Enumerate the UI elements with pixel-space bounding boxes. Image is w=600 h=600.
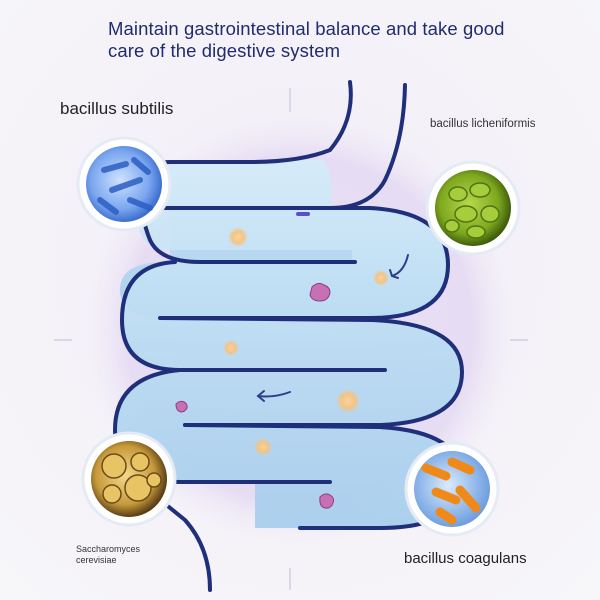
bacillus-coagulans-bubble (404, 441, 500, 537)
headline: Maintain gastrointestinal balance and ta… (108, 18, 505, 61)
label-bacillus-subtilis: bacillus subtilis (60, 99, 174, 118)
label-bacillus-licheniformis: bacillus licheniformis (430, 118, 536, 130)
saccharomyces-bubble (81, 431, 177, 527)
tag-marker (296, 212, 310, 216)
intestine-body (115, 160, 462, 528)
label-saccharomyces-cerevisiae: Saccharomyces cerevisiae (76, 544, 141, 565)
nutrient-particles (223, 227, 389, 456)
flow-arrows (256, 254, 409, 402)
bacillus-subtilis-bubble (76, 136, 172, 232)
bacillus-licheniformis-bubble (425, 160, 521, 256)
decorative-crosshairs (54, 88, 528, 590)
label-bacillus-coagulans: bacillus coagulans (404, 550, 527, 567)
microbe-particles (175, 282, 335, 509)
